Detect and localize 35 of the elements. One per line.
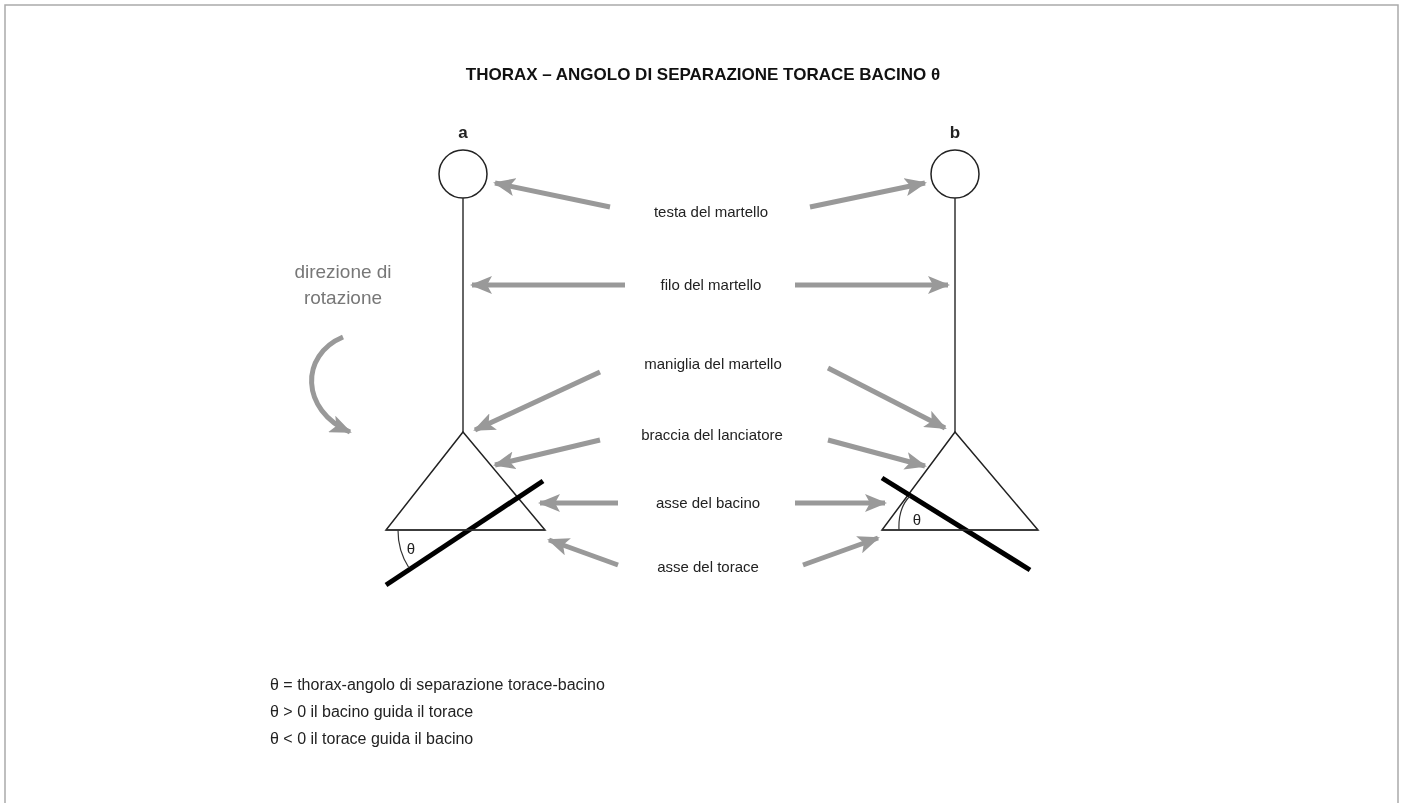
part-label: asse del torace [657,558,759,576]
arrow [547,537,619,568]
definition-note: θ < 0 il torace guida il bacino [270,730,474,748]
arrow [493,178,611,210]
triangle-outline [384,430,547,531]
arrow [826,365,947,431]
angle-symbol: θ [406,540,416,558]
rotation-note: direzione di rotazione [293,260,393,310]
triangle-outline [880,430,1040,531]
arrow [809,178,927,210]
part-label: braccia del lanciatore [641,426,783,444]
hammer-head-circle [438,149,488,199]
arrow [473,369,602,433]
thorax-axis-line [880,475,1032,573]
angle-symbol: θ [912,511,922,529]
diagram-letter: b [949,124,961,142]
arrow [493,437,601,470]
hammer-head-circle [930,149,980,199]
arrow [538,494,618,512]
diagram-letter: a [458,124,468,142]
definition-note: θ > 0 il bacino guida il torace [270,703,474,721]
part-label: asse del bacino [655,494,761,512]
definition-note: θ = thorax-angolo di separazione torace-bacino [270,676,605,694]
hammer-wire [954,197,956,433]
arrow [795,494,887,512]
hammer-wire [462,197,464,433]
part-label: maniglia del martello [644,355,782,373]
arrow [470,276,625,294]
title: THORAX – ANGOLO DI SEPARAZIONE TORACE BACINO θ [465,66,941,84]
arrow [795,276,950,294]
part-label: filo del martello [660,276,762,294]
arrow [802,535,880,568]
thorax-axis-line [384,478,545,588]
arrow [827,437,927,470]
part-label: testa del martello [653,203,769,221]
